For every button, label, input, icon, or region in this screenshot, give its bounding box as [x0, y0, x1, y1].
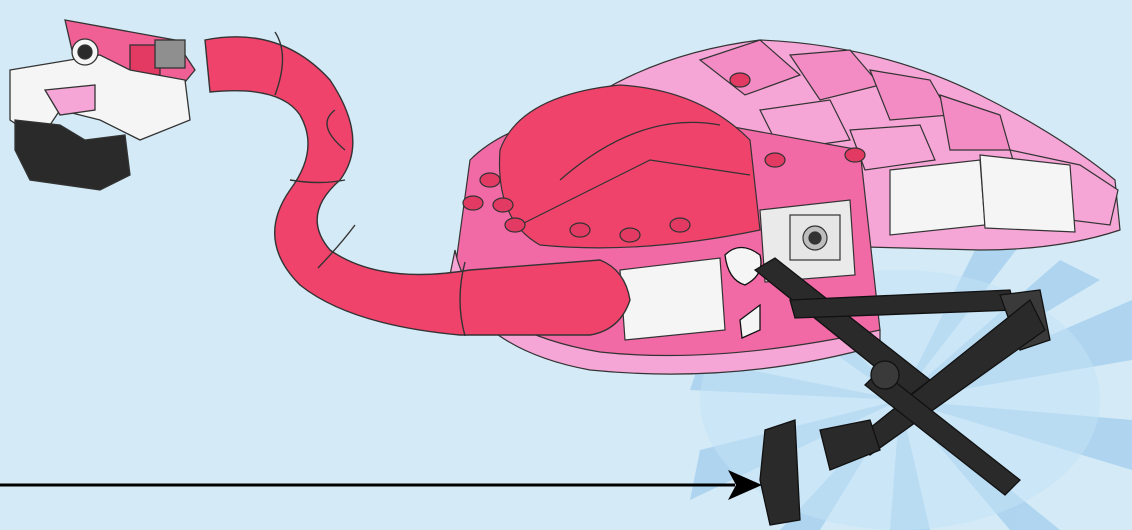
instruction-step [0, 0, 1132, 530]
flamingo-illustration [0, 0, 1132, 530]
